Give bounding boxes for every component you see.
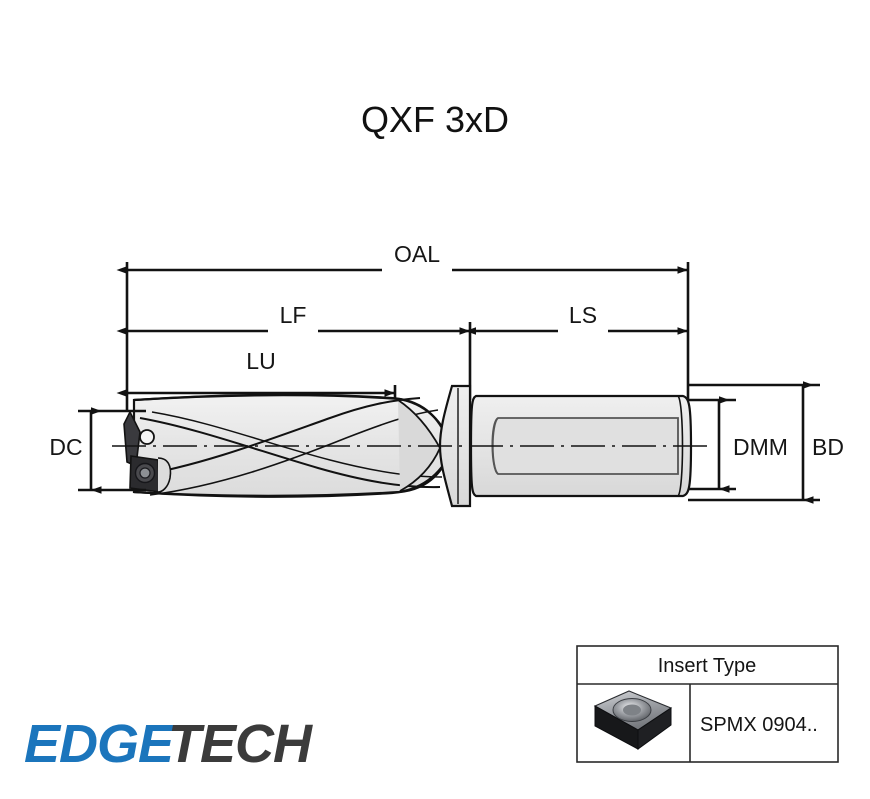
dimension-oal-label-mask	[382, 250, 452, 276]
flute-helix-1	[135, 397, 421, 477]
dimension-lf-label-mask	[268, 311, 318, 337]
drill-collar-flange	[438, 384, 472, 508]
dimension-oal-label: OAL	[394, 241, 440, 267]
insert-center-hole	[623, 704, 641, 716]
dimension-oal: OAL	[116, 241, 688, 276]
dimension-lu-label-mask	[234, 349, 288, 375]
vertical-dimension-group: DC DMM BD	[44, 381, 854, 504]
dimension-dmm-label: DMM	[733, 434, 788, 460]
logo-tech-text: TECH	[168, 714, 313, 774]
dimension-dc-label-mask	[44, 434, 88, 460]
dimension-lf-label: LF	[280, 302, 307, 328]
edgetech-logo: EDGE TECH	[24, 714, 314, 774]
spmx-insert-icon	[593, 690, 673, 750]
horizontal-dimension-group: OAL LF LS LU	[116, 241, 688, 397]
dimension-dmm: DMM	[688, 396, 788, 493]
insert-screw-head	[139, 467, 151, 479]
dimension-dc: DC	[44, 407, 146, 494]
dimension-bd-label-mask	[806, 432, 854, 460]
dimension-dc-label: DC	[49, 434, 82, 460]
dimension-lf: LF	[116, 302, 470, 337]
drill-assembly	[112, 384, 712, 508]
dimension-ls-label-mask	[558, 311, 608, 337]
insert-right-flank	[637, 707, 672, 750]
drill-body-top-edge	[133, 393, 454, 447]
drawing-title: QXF 3xD	[361, 99, 509, 140]
insert-table-header-label: Insert Type	[658, 655, 757, 677]
coolant-hole	[139, 429, 155, 445]
logo-edge-text: EDGE	[24, 714, 176, 774]
dimension-bd: BD	[688, 381, 854, 504]
insert-code-label: SPMX 0904..	[700, 714, 818, 736]
dimension-bd-label: BD	[812, 434, 844, 460]
insert-seat-shim	[157, 457, 172, 493]
dimension-ls: LS	[465, 302, 688, 337]
dimension-lu: LU	[116, 348, 395, 397]
drill-body-bottom-edge	[133, 449, 454, 498]
insert-type-table: Insert Type SPMX 0904..	[576, 645, 839, 763]
dimension-ls-label: LS	[569, 302, 597, 328]
dimension-lu-label: LU	[246, 348, 275, 374]
